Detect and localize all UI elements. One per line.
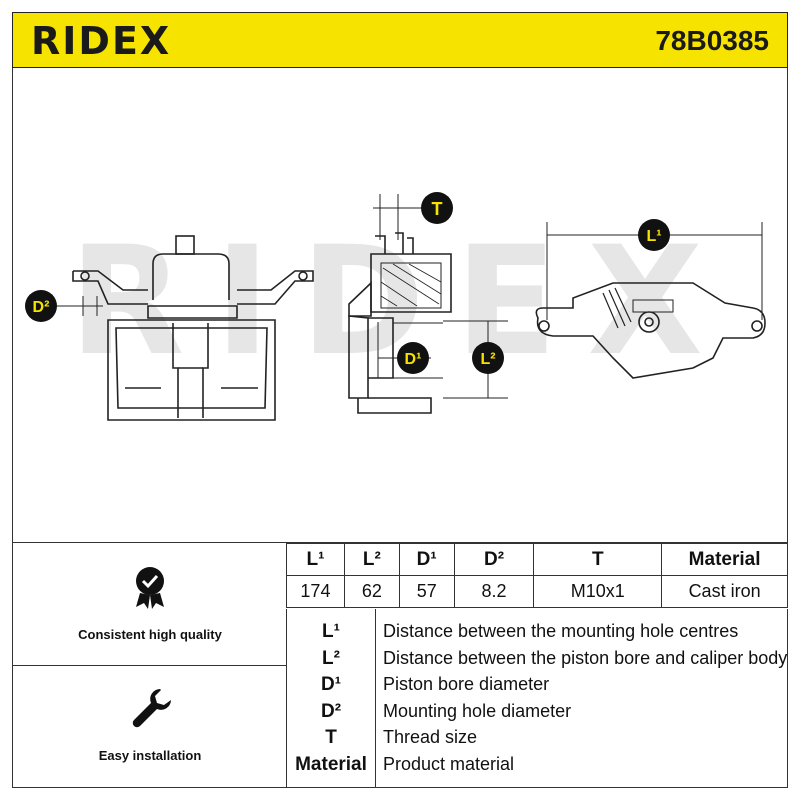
section-divider — [12, 542, 788, 543]
spec-value-material: Cast iron — [661, 575, 788, 608]
legend-desc: Mounting hole diameter — [383, 701, 572, 721]
legend-key: L² — [322, 648, 340, 669]
legend-row: T Thread size — [287, 725, 789, 751]
l1-marker-label: L¹ — [646, 228, 661, 245]
spec-header-d2: D² — [453, 543, 535, 576]
legend-key: D² — [320, 701, 342, 722]
feature-divider — [13, 665, 287, 666]
legend-desc: Distance between the mounting hole centr… — [383, 621, 739, 641]
technical-drawing: RIDEX D² — [12, 68, 788, 542]
spec-table: L¹ L² D¹ D² T Material 174 62 57 8.2 M10… — [286, 543, 788, 608]
watermark-text: RIDEX — [69, 215, 733, 389]
quality-badge-icon — [136, 567, 164, 609]
dimension-legend: L¹ Distance between the mounting hole ce… — [286, 609, 788, 788]
legend-key: D¹ — [320, 674, 342, 695]
legend-desc: Thread size — [383, 727, 478, 747]
legend-key: T — [325, 727, 337, 748]
part-number: 78B0385 — [655, 25, 769, 56]
spec-value-row: 174 62 57 8.2 M10x1 Cast iron — [286, 575, 788, 608]
spec-header-t: T — [533, 543, 663, 576]
spec-header-l1: L¹ — [286, 543, 345, 576]
spec-header-row: L¹ L² D¹ D² T Material — [286, 543, 788, 576]
caliper-top-view — [535, 282, 766, 379]
l2-dimension: L² — [443, 320, 508, 399]
l2-marker-label: L² — [480, 351, 495, 368]
t-dimension: T — [373, 192, 453, 240]
legend-row: Material Product material — [287, 752, 789, 778]
spec-header-d1: D¹ — [398, 543, 455, 576]
feature-label-installation: Easy installation — [98, 748, 202, 763]
legend-desc: Piston bore diameter — [383, 674, 550, 694]
t-marker-label: T — [432, 199, 443, 219]
legend-desc: Distance between the piston bore and cal… — [383, 648, 788, 668]
spec-value-d1: 57 — [398, 575, 455, 608]
header-bar: RIDEX 78B0385 — [12, 12, 788, 68]
spec-value-d2: 8.2 — [453, 575, 535, 608]
d2-marker-label: D² — [33, 299, 50, 316]
caliper-section-view — [348, 232, 452, 414]
feature-panel: Consistent high quality Easy installatio… — [12, 543, 287, 788]
legend-row: L² Distance between the piston bore and … — [287, 646, 789, 672]
legend-separator — [375, 609, 376, 788]
d1-marker-label: D¹ — [405, 351, 422, 368]
legend-desc: Product material — [383, 754, 515, 774]
d2-dimension: D² — [25, 290, 103, 322]
spec-header-l2: L² — [343, 543, 400, 576]
spec-value-l1: 174 — [286, 575, 345, 608]
caliper-drawing-svg: RIDEX D² — [25, 192, 766, 421]
legend-row: D¹ Piston bore diameter — [287, 672, 789, 698]
wrench-icon — [132, 689, 171, 728]
d1-dimension: D¹ — [377, 322, 431, 378]
spec-value-l2: 62 — [343, 575, 400, 608]
legend-key: Material — [295, 754, 367, 775]
legend-key: L¹ — [322, 621, 340, 642]
l1-dimension: L¹ — [546, 219, 763, 320]
spec-header-material: Material — [661, 543, 788, 576]
brand-logo: RIDEX — [31, 19, 172, 63]
legend-row: L¹ Distance between the mounting hole ce… — [287, 619, 789, 645]
spec-value-t: M10x1 — [533, 575, 663, 608]
legend-row: D² Mounting hole diameter — [287, 699, 789, 725]
caliper-front-view — [72, 235, 314, 421]
feature-label-quality: Consistent high quality — [78, 627, 222, 642]
